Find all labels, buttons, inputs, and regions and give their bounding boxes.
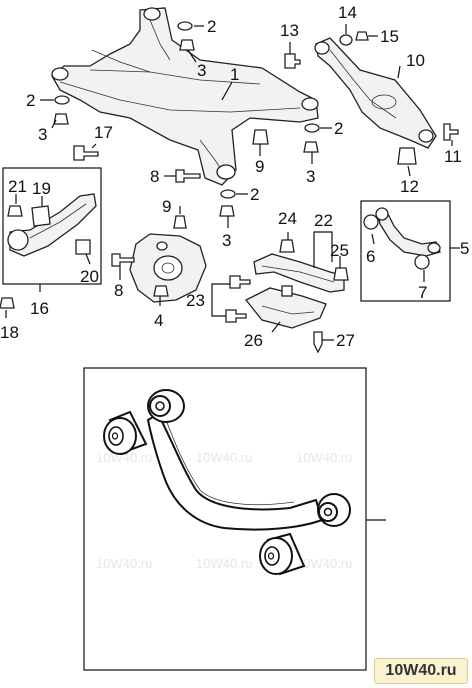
bushing-9a	[252, 129, 269, 145]
callout-2: 2	[207, 17, 216, 36]
washer-2b	[54, 95, 70, 105]
callout-1: 1	[230, 65, 239, 84]
callout-23: 23	[186, 291, 205, 310]
callout-11: 11	[444, 147, 462, 166]
bolt-13	[284, 53, 301, 69]
callout-7: 7	[418, 283, 427, 302]
callout-2: 2	[26, 91, 35, 110]
washer-2d	[220, 189, 236, 199]
site-logo: 10W40.ru	[374, 658, 468, 684]
callout-27: 27	[336, 331, 355, 350]
watermark-1: 10W40.ru	[96, 450, 152, 465]
bolt-20	[75, 239, 91, 255]
bolt-23b	[225, 309, 247, 323]
watermark-5: 10W40.ru	[196, 556, 252, 571]
callout-15: 15	[380, 27, 399, 46]
callouts: 1 2 3 2 3 2 3 9 2 3 17 8 13 14 15 10 11 …	[0, 3, 469, 350]
washer-2a	[177, 21, 193, 31]
bushing-12	[397, 147, 417, 165]
bolt-11	[443, 123, 459, 141]
detail-box: 10W40.ru 10W40.ru 10W40.ru 10W40.ru 10W4…	[83, 367, 386, 671]
callout-19: 19	[32, 179, 51, 198]
bolt-23a	[229, 275, 251, 289]
callout-18: 18	[0, 323, 19, 342]
callout-6: 6	[366, 247, 375, 266]
callout-16: 16	[30, 299, 49, 318]
leader-lines	[5, 24, 460, 341]
lateral-link-box	[360, 200, 451, 302]
watermark-4: 10W40.ru	[96, 556, 152, 571]
callout-2: 2	[334, 119, 343, 138]
callout-2: 2	[250, 185, 259, 204]
bolt-27	[313, 331, 323, 354]
bolt-8a	[175, 169, 201, 183]
callout-3: 3	[222, 231, 231, 250]
nut-21	[7, 205, 23, 217]
callout-10: 10	[406, 51, 425, 70]
callout-3: 3	[197, 61, 206, 80]
callout-12: 12	[400, 177, 419, 196]
detail-bushing-left	[103, 410, 148, 455]
callout-20: 20	[80, 267, 99, 286]
detail-bushing-bottom	[259, 532, 306, 576]
bushing-7	[414, 254, 430, 270]
bushing-6	[363, 214, 379, 230]
trailing-arm-box	[2, 167, 102, 285]
detail-lateral-link	[146, 389, 351, 531]
washer-2c	[304, 123, 320, 133]
callout-22: 22	[314, 211, 333, 230]
lower-arm	[253, 253, 345, 293]
callout-9: 9	[162, 197, 171, 216]
washer-14	[339, 34, 353, 46]
callout-21: 21	[8, 177, 27, 196]
watermark-2: 10W40.ru	[196, 450, 252, 465]
bolt-17	[73, 145, 99, 161]
bolt-8b	[111, 253, 135, 267]
bushing-19	[31, 205, 51, 227]
callout-25: 25	[330, 241, 349, 260]
spring-plate	[244, 285, 327, 329]
nut-4	[153, 285, 169, 297]
callout-3: 3	[306, 167, 315, 186]
callout-8: 8	[114, 281, 123, 300]
nut-15	[355, 31, 369, 41]
callout-24: 24	[278, 209, 297, 228]
callout-26: 26	[244, 331, 263, 350]
bolt-9b	[173, 215, 187, 229]
callout-17: 17	[94, 123, 113, 142]
callout-14: 14	[338, 3, 357, 22]
nut-18	[0, 297, 15, 309]
watermark-3: 10W40.ru	[296, 450, 352, 465]
callout-4: 4	[154, 311, 163, 330]
nut-3d	[219, 205, 235, 217]
knuckle	[129, 233, 207, 303]
callout-9: 9	[255, 157, 264, 176]
subframe	[51, 7, 319, 186]
upper-control-arm	[314, 37, 437, 149]
nut-3c	[303, 141, 319, 153]
nut-25	[333, 267, 349, 281]
callout-8: 8	[150, 167, 159, 186]
bolt-24	[279, 239, 295, 253]
nut-3a	[179, 39, 195, 51]
callout-3: 3	[38, 125, 47, 144]
nut-3b	[53, 113, 69, 125]
watermark-6: 10W40.ru	[296, 556, 352, 571]
callout-13: 13	[280, 21, 299, 40]
callout-5: 5	[460, 239, 469, 258]
